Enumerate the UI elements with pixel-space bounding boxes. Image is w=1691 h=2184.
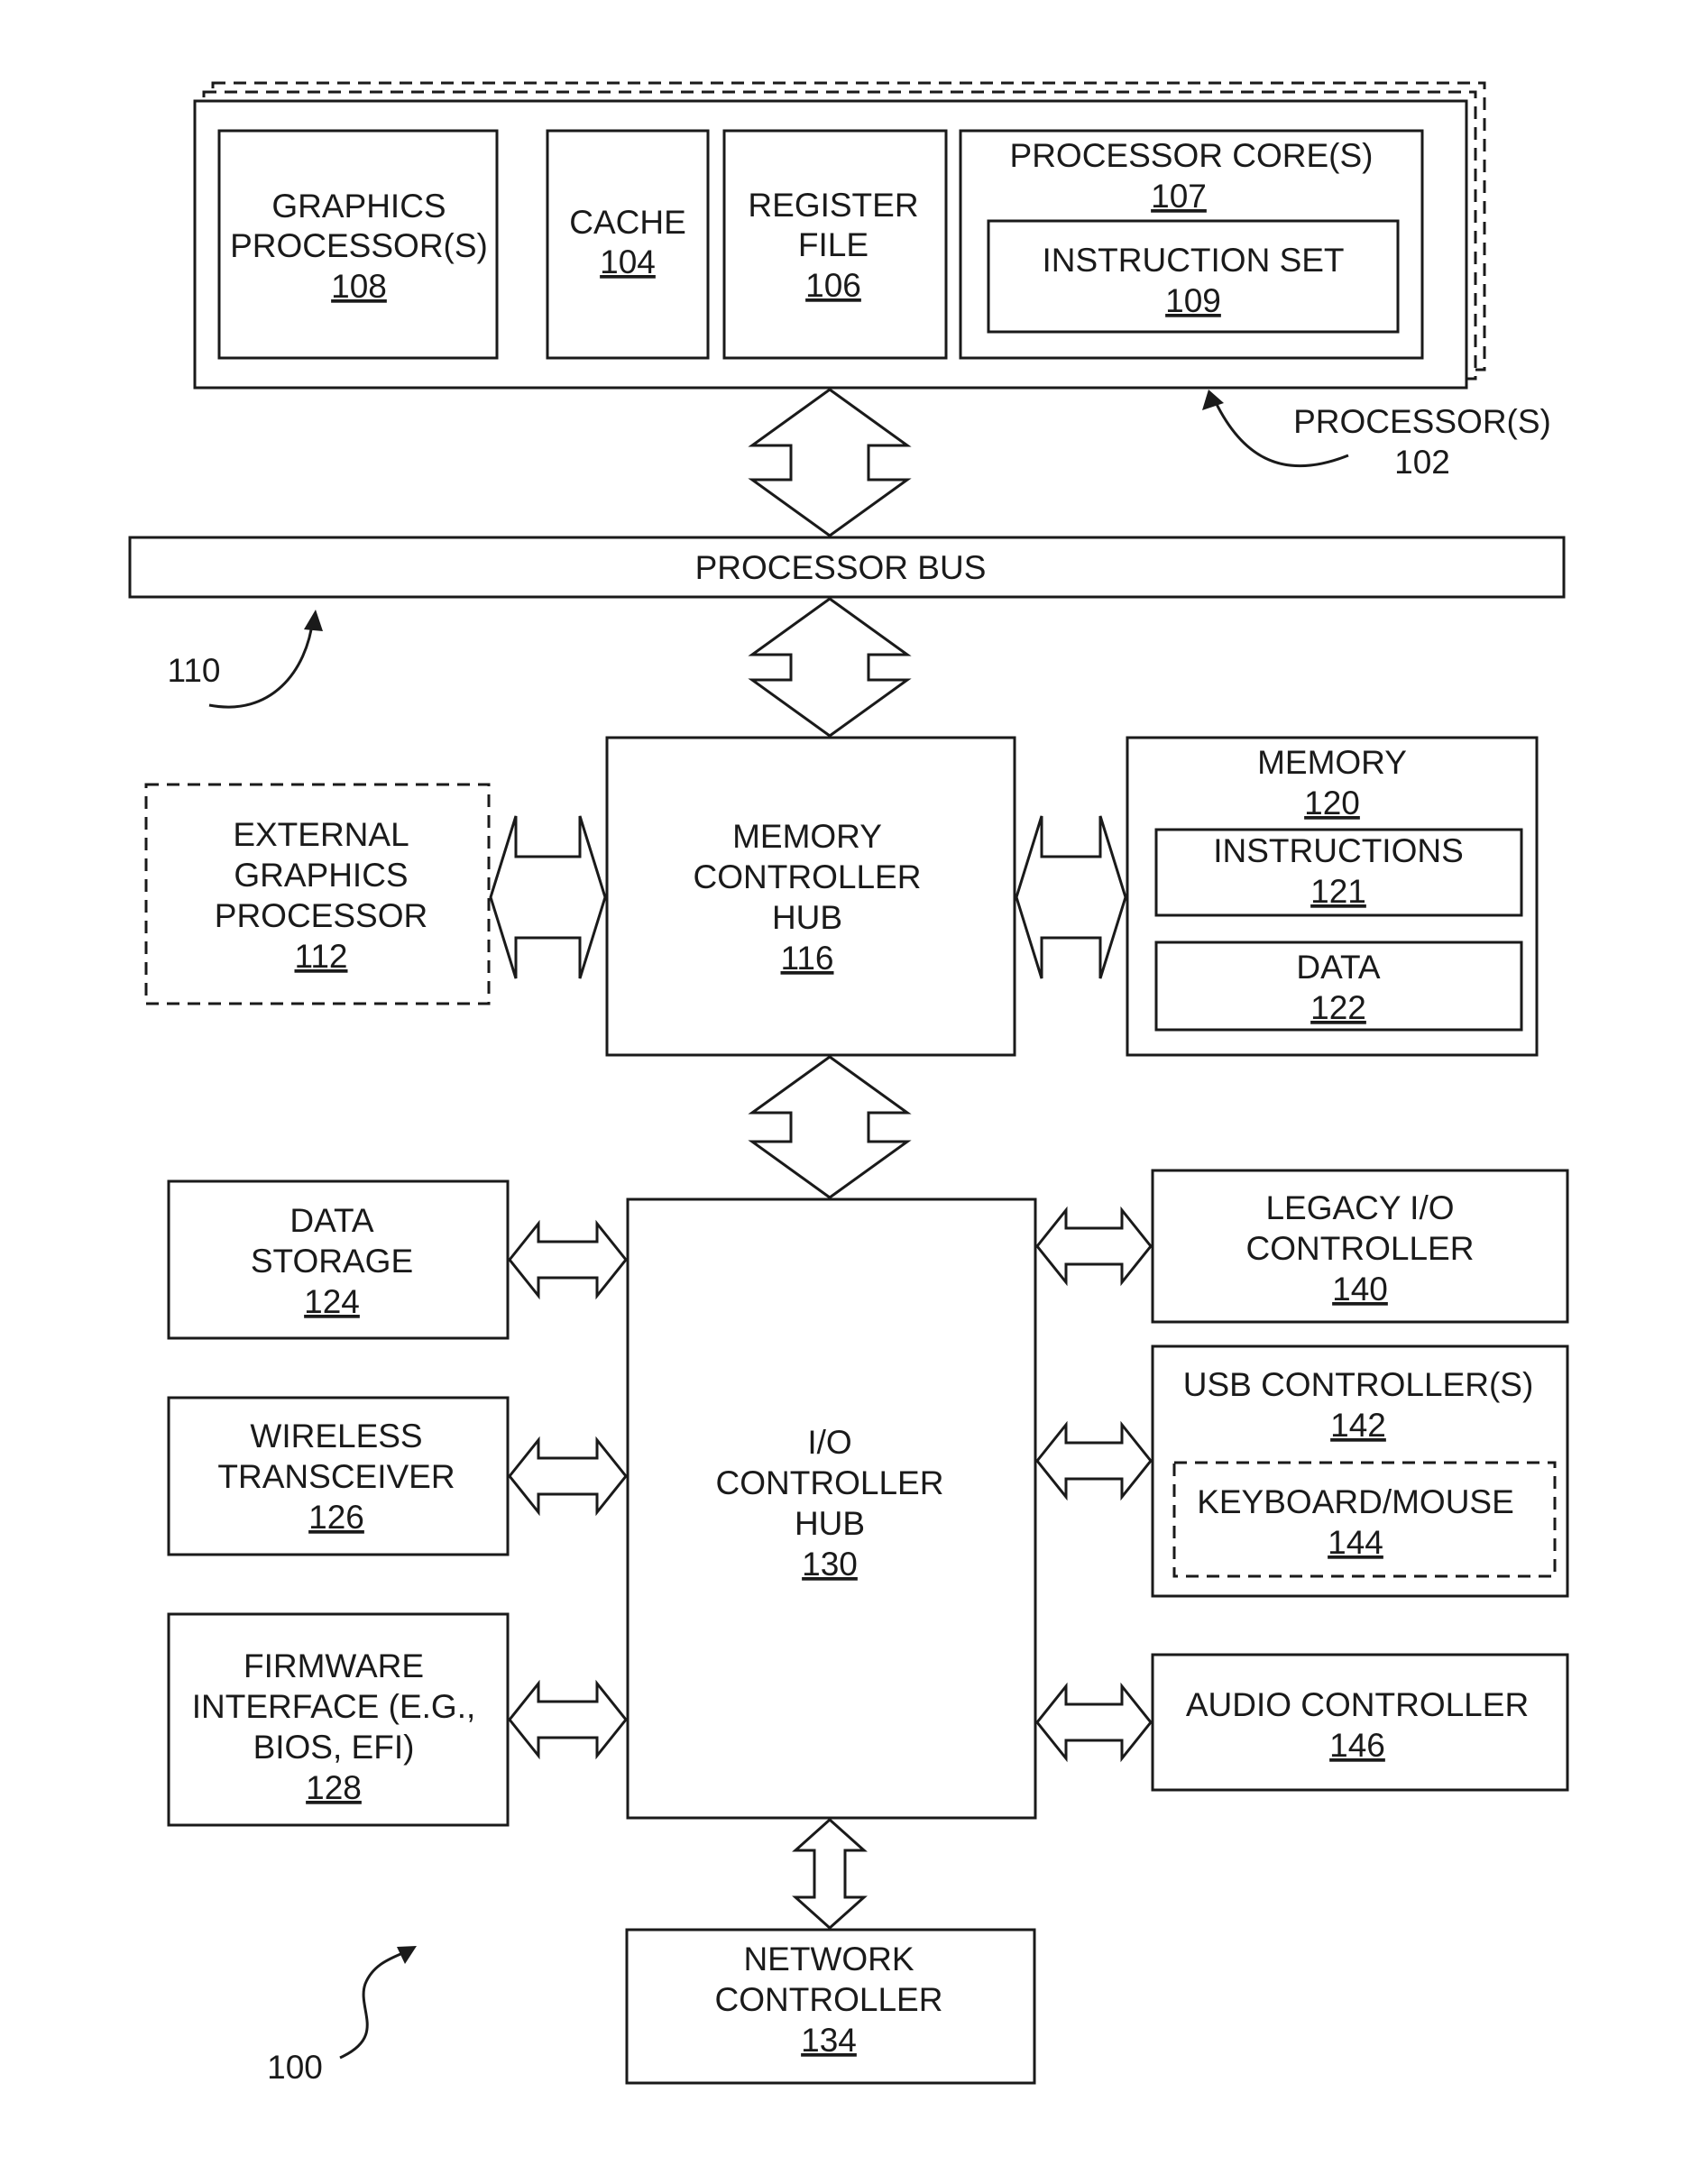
usb-controller-block: USB CONTROLLER(S) 142 KEYBOARD/MOUSE 144 <box>1153 1346 1567 1596</box>
external-graphics-ref: 112 <box>295 938 348 975</box>
instruction-set-block: INSTRUCTION SET 109 <box>988 221 1398 332</box>
network-ref: 134 <box>801 2022 857 2059</box>
processor-ref-callout: PROCESSOR(S) 102 <box>1202 390 1551 481</box>
graphics-processor-block: GRAPHICS PROCESSOR(S) 108 <box>219 131 497 358</box>
legacy-io-controller-block: LEGACY I/O CONTROLLER 140 <box>1153 1170 1567 1322</box>
system-ref-callout: 100 <box>267 1946 417 2086</box>
network-line1: NETWORK <box>743 1941 914 1978</box>
processor-label: PROCESSOR(S) <box>1293 403 1551 440</box>
memory-block: MEMORY 120 INSTRUCTIONS 121 DATA 122 <box>1127 738 1537 1055</box>
data-storage-ref: 124 <box>304 1283 360 1320</box>
firmware-interface-block: FIRMWARE INTERFACE (E.G., BIOS, EFI) 128 <box>169 1614 508 1825</box>
audio-label: AUDIO CONTROLLER <box>1186 1686 1529 1723</box>
instructions-ref: 121 <box>1310 873 1366 910</box>
firmware-ref: 128 <box>306 1769 362 1806</box>
processor-ref: 102 <box>1394 444 1450 481</box>
memory-ref: 120 <box>1304 785 1360 821</box>
processor-bus: PROCESSOR BUS <box>130 537 1564 597</box>
external-graphics-line3: PROCESSOR <box>215 897 427 934</box>
wireless-line2: TRANSCEIVER <box>217 1458 455 1495</box>
arrow-mch-to-memory <box>1016 816 1126 978</box>
arrow-processor-to-bus <box>752 390 907 536</box>
processor-bus-ref-callout: 110 <box>168 610 324 707</box>
audio-ref: 146 <box>1329 1727 1385 1764</box>
network-controller-block: NETWORK CONTROLLER 134 <box>627 1930 1034 2083</box>
register-file-line1: REGISTER <box>748 187 918 224</box>
firmware-line2: INTERFACE (E.G., <box>192 1688 476 1725</box>
io-controller-hub: I/O CONTROLLER HUB 130 <box>628 1199 1035 1818</box>
arrow-ioch-to-legacy-io <box>1037 1210 1151 1282</box>
ioch-ref: 130 <box>802 1546 858 1583</box>
data-block: DATA 122 <box>1156 942 1521 1030</box>
ioch-line1: I/O <box>807 1424 851 1461</box>
audio-controller-block: AUDIO CONTROLLER 146 <box>1153 1655 1567 1790</box>
arrow-ioch-to-network <box>795 1820 864 1928</box>
graphics-processor-ref: 108 <box>331 268 387 305</box>
processor-core-ref: 107 <box>1151 178 1207 215</box>
data-label: DATA <box>1296 949 1381 986</box>
cache-ref: 104 <box>600 243 656 280</box>
usb-label: USB CONTROLLER(S) <box>1183 1366 1534 1403</box>
arrow-ioch-to-usb <box>1037 1425 1151 1497</box>
mch-line1: MEMORY <box>732 818 882 855</box>
firmware-line1: FIRMWARE <box>244 1647 424 1684</box>
instruction-set-label: INSTRUCTION SET <box>1042 242 1344 279</box>
graphics-processor-line2: PROCESSOR(S) <box>230 227 488 264</box>
memory-label: MEMORY <box>1257 744 1407 781</box>
legacy-io-line2: CONTROLLER <box>1246 1230 1475 1267</box>
cache-label: CACHE <box>569 204 686 241</box>
register-file-block: REGISTER FILE 106 <box>724 131 946 358</box>
legacy-io-ref: 140 <box>1332 1271 1388 1308</box>
processor-core-block: PROCESSOR CORE(S) 107 INSTRUCTION SET 10… <box>960 131 1422 358</box>
external-graphics-line1: EXTERNAL <box>233 816 409 853</box>
memory-controller-hub: MEMORY CONTROLLER HUB 116 <box>607 738 1015 1055</box>
wireless-transceiver-block: WIRELESS TRANSCEIVER 126 <box>169 1398 508 1555</box>
instructions-block: INSTRUCTIONS 121 <box>1156 830 1521 915</box>
usb-ref: 142 <box>1330 1407 1386 1444</box>
wireless-line1: WIRELESS <box>250 1418 422 1454</box>
arrow-wireless-to-ioch <box>510 1440 626 1512</box>
ioch-line2: CONTROLLER <box>716 1464 944 1501</box>
wireless-ref: 126 <box>308 1499 364 1536</box>
external-graphics-block: EXTERNAL GRAPHICS PROCESSOR 112 <box>146 785 489 1004</box>
network-line2: CONTROLLER <box>715 1981 943 2018</box>
processor-bus-ref: 110 <box>168 652 221 689</box>
processor-core-label: PROCESSOR CORE(S) <box>1010 137 1374 174</box>
external-graphics-line2: GRAPHICS <box>234 857 408 894</box>
ioch-line3: HUB <box>795 1505 865 1542</box>
graphics-processor-line1: GRAPHICS <box>271 188 446 225</box>
arrow-data-storage-to-ioch <box>510 1224 626 1296</box>
keyboard-mouse-label: KEYBOARD/MOUSE <box>1197 1483 1514 1520</box>
arrow-firmware-to-ioch <box>510 1684 626 1756</box>
instructions-label: INSTRUCTIONS <box>1213 832 1464 869</box>
mch-ref: 116 <box>781 940 834 977</box>
data-storage-line2: STORAGE <box>251 1243 413 1280</box>
keyboard-mouse-block: KEYBOARD/MOUSE 144 <box>1174 1463 1555 1576</box>
instruction-set-ref: 109 <box>1165 282 1221 319</box>
data-ref: 122 <box>1310 989 1366 1026</box>
processor-callout-arrowhead <box>1202 390 1224 410</box>
arrow-external-graphics-to-mch <box>491 816 605 978</box>
keyboard-mouse-ref: 144 <box>1328 1524 1383 1561</box>
cache-block: CACHE 104 <box>547 131 708 358</box>
legacy-io-line1: LEGACY I/O <box>1265 1189 1454 1226</box>
arrow-ioch-to-audio <box>1037 1686 1151 1758</box>
mch-line2: CONTROLLER <box>694 858 922 895</box>
firmware-line3: BIOS, EFI) <box>253 1729 415 1766</box>
processor-bus-label: PROCESSOR BUS <box>695 549 987 586</box>
arrow-bus-to-mch <box>752 599 907 736</box>
mch-line3: HUB <box>772 899 842 936</box>
processor-block: GRAPHICS PROCESSOR(S) 108 CACHE 104 REGI… <box>195 83 1484 388</box>
register-file-line2: FILE <box>798 226 868 263</box>
data-storage-line1: DATA <box>289 1202 374 1239</box>
arrow-mch-to-ioch <box>752 1057 907 1198</box>
register-file-ref: 106 <box>805 267 861 304</box>
system-ref: 100 <box>267 2049 323 2086</box>
data-storage-block: DATA STORAGE 124 <box>169 1181 508 1338</box>
